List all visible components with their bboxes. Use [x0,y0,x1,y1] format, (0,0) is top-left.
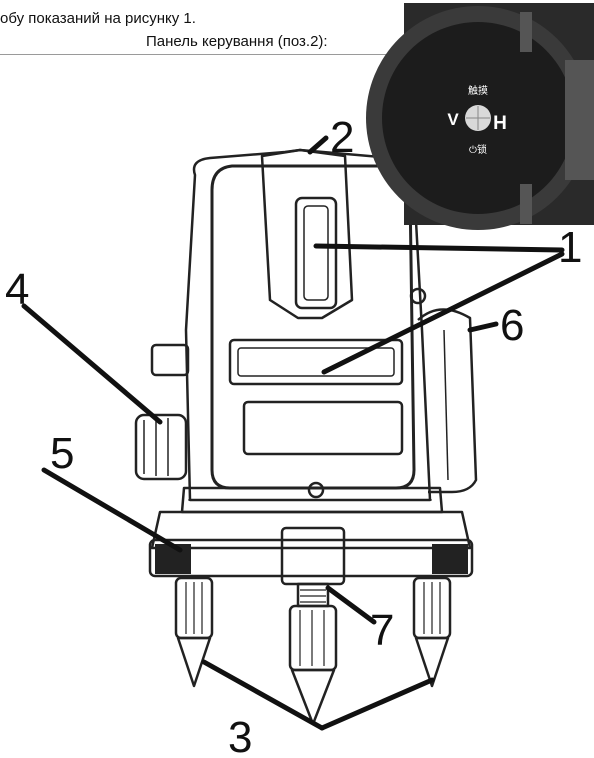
label-6: 6 [500,301,524,350]
label-1: 1 [558,223,582,272]
panel-v-label: V [447,110,459,129]
panel-top-label: 触摸 [468,84,488,97]
device-body [134,148,478,726]
label-4: 4 [5,265,29,314]
label-7: 7 [370,606,394,655]
caption-line-2: Панель керування (поз.2): [146,33,328,50]
control-panel-inset: 触摸 V H ⏻锁 [366,3,594,230]
divider [0,54,405,55]
leader-lines [21,135,565,731]
label-2: 2 [330,113,354,162]
label-5: 5 [50,429,74,478]
label-3: 3 [228,713,252,758]
caption-line-1: обу показаний на рисунку 1. [0,10,196,27]
panel-h-label: H [493,113,507,134]
panel-power-label: ⏻锁 [469,143,487,156]
